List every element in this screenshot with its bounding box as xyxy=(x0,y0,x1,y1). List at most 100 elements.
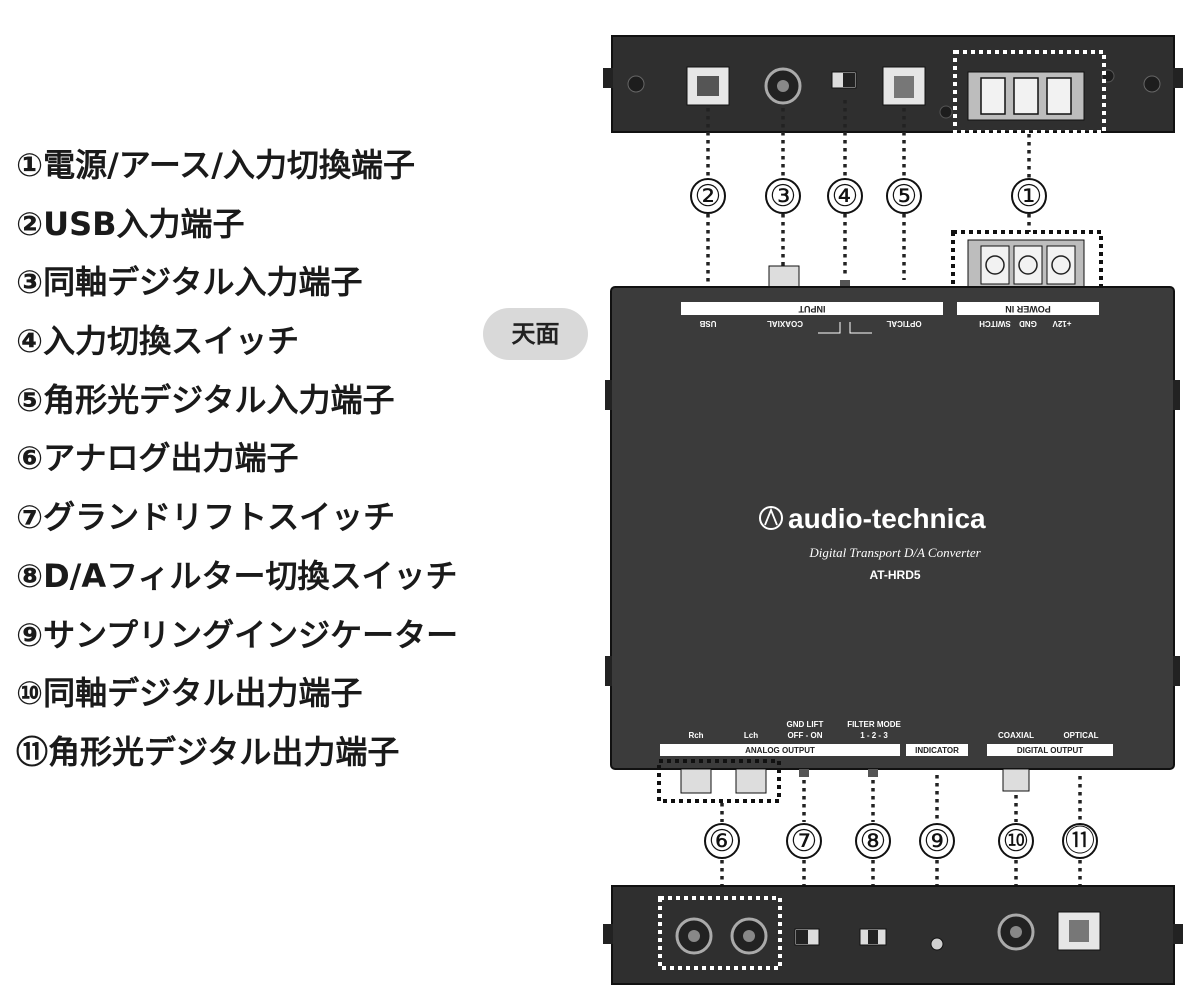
bracket-line xyxy=(849,322,872,334)
legend-number: ④ xyxy=(16,322,44,361)
main-unit: INPUT POWER IN USB COAXIAL OPTICAL SWITC… xyxy=(605,230,1180,803)
side-foot xyxy=(1173,656,1180,686)
legend-text: D/Aフィルター切換スイッチ xyxy=(43,556,458,595)
terminal-icon xyxy=(1013,77,1039,115)
switch-protrusion xyxy=(840,280,850,290)
terminal-icon xyxy=(980,245,1010,285)
brand-logo: audio-technica xyxy=(759,503,986,534)
legend-item-1: ①電源/アース/入力切換端子 xyxy=(16,140,458,199)
legend-number: ② xyxy=(16,204,44,243)
bracket-line xyxy=(818,322,841,334)
indicator-label: INDICATOR xyxy=(915,746,959,755)
coaxial-in-label: COAXIAL xyxy=(767,319,803,328)
screw-icon xyxy=(1143,75,1161,93)
legend-item-3: ③同軸デジタル入力端子 xyxy=(16,257,458,316)
side-foot xyxy=(605,656,612,686)
legend-item-10: ⑩同軸デジタル出力端子 xyxy=(16,668,458,727)
switch-knob xyxy=(796,930,808,944)
filter-values-label: 1 - 2 - 3 xyxy=(860,731,888,740)
analog-output-bar xyxy=(660,744,900,756)
top-leader-lines xyxy=(706,100,1031,284)
legend-text: 同軸デジタル出力端子 xyxy=(43,674,363,713)
legend-item-5: ⑤角形光デジタル入力端子 xyxy=(16,375,458,434)
side-foot xyxy=(1173,380,1180,410)
legend-text: アナログ出力端子 xyxy=(43,439,299,478)
callout-circle xyxy=(1062,823,1098,859)
lch-label: Lch xyxy=(744,731,758,740)
model-name: AT-HRD5 xyxy=(869,568,920,582)
highlight-box-6-top xyxy=(657,759,781,803)
terminal-icon xyxy=(1046,77,1072,115)
switch-label: SWITCH xyxy=(979,319,1011,328)
input-label-bar xyxy=(681,302,943,315)
rear-panel-foot xyxy=(1173,68,1183,88)
callout-4: ④ xyxy=(832,179,859,214)
switch-knob xyxy=(843,73,855,87)
front-panel-foot xyxy=(603,924,613,944)
callout-circle xyxy=(998,823,1034,859)
switch-knob xyxy=(868,930,878,944)
legend-text: 同軸デジタル入力端子 xyxy=(43,263,363,302)
legend-text: 角形光デジタル入力端子 xyxy=(43,380,395,419)
rca-r-protrusion xyxy=(680,768,712,794)
gnd-label: GND xyxy=(1019,319,1037,328)
bottom-callouts: ⑥ ⑦ ⑧ ⑨ ⑩ ⑪ xyxy=(704,823,1098,859)
callout-circle xyxy=(886,178,922,214)
legend-number: ③ xyxy=(16,263,44,302)
optical-in-label: OPTICAL xyxy=(886,319,921,328)
terminal-icon xyxy=(1046,245,1076,285)
usb-port-inner xyxy=(697,76,719,96)
callout-1: ① xyxy=(1016,179,1043,214)
screw-icon xyxy=(985,255,1005,275)
callout-7: ⑦ xyxy=(791,824,818,859)
legend-item-6: ⑥アナログ出力端子 xyxy=(16,433,458,492)
indicator-bar xyxy=(906,744,968,756)
callout-circle xyxy=(690,178,726,214)
callout-9: ⑨ xyxy=(924,824,951,859)
power-in-label: POWER IN xyxy=(1005,304,1051,314)
rca-l-protrusion xyxy=(735,768,767,794)
rca-jack-pin xyxy=(688,930,700,942)
logo-mark-icon xyxy=(759,506,783,530)
legend-number: ⑥ xyxy=(16,439,44,478)
terminal-icon xyxy=(980,77,1006,115)
callout-2: ② xyxy=(695,179,722,214)
screw-icon xyxy=(1051,255,1071,275)
callout-circle xyxy=(786,823,822,859)
top-view-badge: 天面 xyxy=(483,308,588,360)
plus12v-label: +12V xyxy=(1052,319,1072,328)
front-panel-foot xyxy=(1173,924,1183,944)
legend-number: ⑪ xyxy=(16,732,49,771)
product-subtitle: Digital Transport D/A Converter xyxy=(808,545,981,560)
side-foot xyxy=(605,380,612,410)
highlight-box-6-front xyxy=(658,896,782,970)
legend-number: ⑦ xyxy=(16,498,44,537)
optical-port-inner xyxy=(894,76,914,98)
digital-output-label: DIGITAL OUTPUT xyxy=(1017,746,1083,755)
legend-text: 入力切換スイッチ xyxy=(43,322,300,361)
callout-circle xyxy=(704,823,740,859)
front-panel xyxy=(603,885,1183,985)
screw-icon xyxy=(939,105,953,119)
rch-label: Rch xyxy=(688,731,703,740)
analog-output-label: ANALOG OUTPUT xyxy=(745,746,815,755)
legend-number: ① xyxy=(16,146,44,184)
callout-circle xyxy=(919,823,955,859)
callout-circle xyxy=(1011,178,1047,214)
coax-out-protrusion xyxy=(1002,768,1030,792)
callout-circle xyxy=(855,823,891,859)
gnd-lift-label: GND LIFT xyxy=(787,720,824,729)
legend-item-2: ②USB入力端子 xyxy=(16,199,458,258)
input-bar-label: INPUT xyxy=(798,304,826,314)
callout-circle xyxy=(827,178,863,214)
gnd-switch-protrusion xyxy=(799,769,809,777)
logo-mark-triangle xyxy=(764,507,778,526)
optical-port-inner xyxy=(1069,920,1089,942)
terminal-icon xyxy=(1013,245,1043,285)
legend-number: ⑧ xyxy=(16,556,44,595)
off-on-label: OFF - ON xyxy=(787,731,822,740)
screw-icon xyxy=(1018,255,1038,275)
coaxial-out-label: COAXIAL xyxy=(998,731,1034,740)
legend-text: USB入力端子 xyxy=(43,204,245,243)
